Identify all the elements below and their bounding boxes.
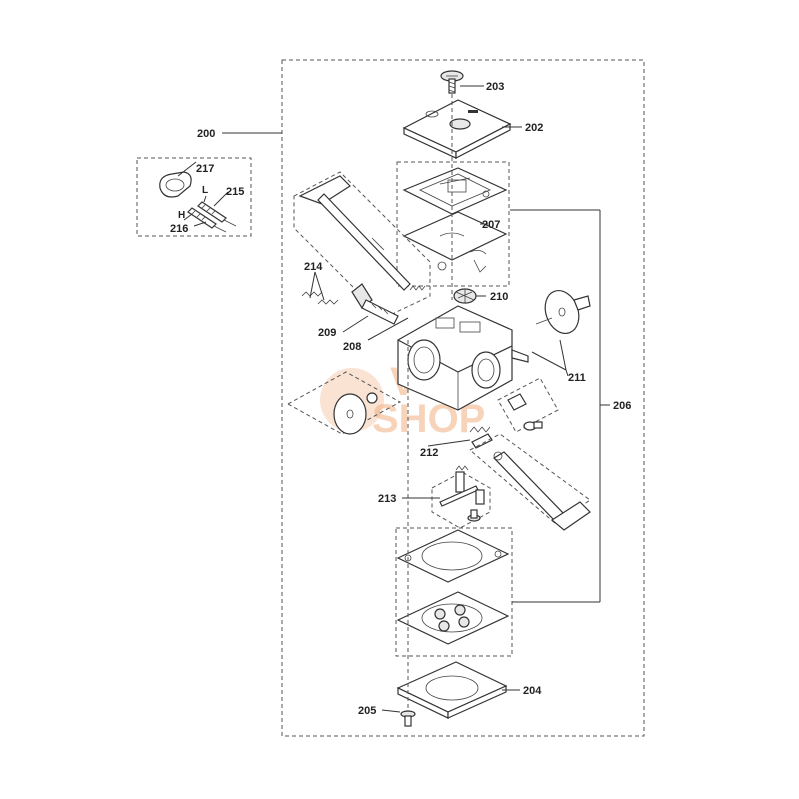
callout-204: 204 [523, 685, 542, 697]
part-202-cover [402, 99, 512, 159]
part-212-lever-shaft [493, 451, 591, 531]
callout-212: 212 [420, 447, 438, 459]
part-206-gasket-top [396, 529, 510, 583]
group-outline-211 [497, 377, 559, 433]
part-213-inlet-valve [439, 465, 485, 522]
carburetor-body [397, 305, 529, 411]
callout-209: 209 [318, 327, 336, 339]
group-outline-214 [293, 171, 431, 319]
part-216-needle-H [187, 207, 227, 233]
part-211-choke [535, 290, 591, 334]
callout-210: 210 [490, 291, 508, 303]
group-outline-212-lever [469, 433, 591, 525]
part-215-needle-L [197, 201, 237, 227]
callout-214: 214 [304, 261, 323, 273]
callout-216: 216 [170, 223, 188, 235]
callout-labels: 200 203 202 207 210 211 206 214 209 208 … [170, 81, 631, 717]
part-217-cap [159, 171, 192, 198]
callout-215: 215 [226, 186, 244, 198]
leader-lines [177, 85, 610, 713]
part-206-diaphragm [396, 591, 510, 645]
part-209-needle [351, 283, 399, 325]
throttle-shaft-rod [298, 175, 411, 291]
group-box-207 [396, 161, 510, 287]
callout-205: 205 [358, 705, 376, 717]
left-parts [333, 392, 378, 435]
needle-mark-H: H [178, 210, 185, 221]
callout-203: 203 [486, 81, 504, 93]
part-211-lever-small [507, 393, 543, 431]
callout-211: 211 [568, 372, 586, 384]
callout-202: 202 [525, 122, 543, 134]
part-212-spring [469, 426, 493, 449]
part-205-screw [400, 710, 416, 727]
callout-208: 208 [343, 341, 361, 353]
callout-217: 217 [196, 163, 214, 175]
part-214-springs [301, 285, 426, 305]
callout-206: 206 [613, 400, 631, 412]
part-210-screen [453, 288, 477, 304]
part-204-cover [396, 661, 508, 719]
callout-213: 213 [378, 493, 396, 505]
part-203-screw [440, 70, 464, 94]
group-outline-left [286, 371, 402, 435]
callout-207: 207 [482, 219, 500, 231]
group-outline-213 [431, 471, 491, 529]
needle-mark-L: L [202, 185, 208, 196]
kit-box-215-217 [136, 157, 252, 237]
part-207-gasket [402, 167, 508, 215]
assembly-boundary-200 [281, 59, 645, 737]
group-box-206 [395, 527, 513, 657]
callout-200: 200 [197, 128, 215, 140]
